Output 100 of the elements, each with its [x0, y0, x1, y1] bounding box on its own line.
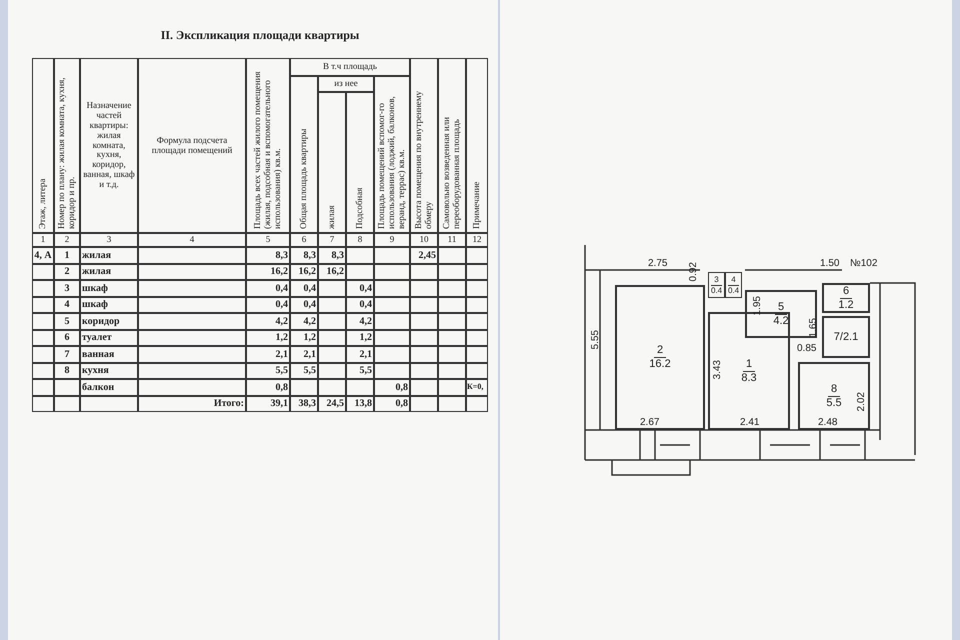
column-number: 6 [290, 233, 318, 247]
table-cell: жилая [80, 264, 138, 280]
room [745, 290, 817, 338]
column-number: 7 [318, 233, 346, 247]
dimension-label: 1.50 [820, 258, 840, 269]
table-cell: 0,8 [246, 379, 290, 396]
table-cell: К=0, [466, 379, 488, 396]
room-area: 5.5 [826, 396, 842, 410]
table-cell: 13,8 [346, 396, 374, 412]
table-cell: 0,4 [346, 280, 374, 296]
table-cell: 1,2 [346, 330, 374, 346]
dimension-label: 3.43 [712, 360, 723, 380]
room-area: 0.4 [710, 286, 722, 295]
dimension-label: №102 [850, 258, 878, 269]
table-cell: шкаф [80, 280, 138, 296]
table-cell: шкаф [80, 296, 138, 313]
table-cell: 5,5 [290, 362, 318, 379]
table-cell: 0,4 [246, 296, 290, 313]
room [708, 272, 725, 298]
column-number: 11 [438, 233, 466, 247]
dimension-label: 2.67 [640, 417, 660, 428]
column-header: жилая [318, 92, 346, 233]
table-cell: 1,2 [246, 330, 290, 346]
column-number: 8 [346, 233, 374, 247]
column-header: из нее [318, 76, 374, 92]
table-cell: 6 [54, 330, 80, 346]
table-cell: 2 [54, 264, 80, 280]
room [822, 283, 870, 313]
table-cell: 0,4 [346, 296, 374, 313]
room [798, 362, 870, 430]
table-cell: 0,4 [290, 280, 318, 296]
dimension-label: 2.75 [648, 258, 668, 269]
table-cell: 0,8 [374, 379, 410, 396]
column-number: 9 [374, 233, 410, 247]
room-number: 3 [711, 275, 722, 286]
room-area: 7/2.1 [834, 330, 858, 344]
dimension-label: 0.92 [688, 262, 699, 282]
table-cell: 8 [54, 362, 80, 379]
column-header: Подсобная [346, 92, 374, 233]
table-cell: 4,2 [290, 313, 318, 330]
room-number: 8 [828, 382, 840, 396]
room-number: 4 [728, 275, 739, 286]
table-cell: 16,2 [318, 264, 346, 280]
table-cell: 0,8 [374, 396, 410, 412]
table-cell: балкон [80, 379, 138, 396]
dimension-label: 5.55 [590, 330, 601, 350]
column-header: Примечание [466, 58, 488, 233]
table-cell: 39,1 [246, 396, 290, 412]
dimension-label: 0.85 [797, 343, 816, 354]
table-cell: 4,2 [346, 313, 374, 330]
table-cell: ванная [80, 346, 138, 362]
column-number: 12 [466, 233, 488, 247]
table-cell: Итого: [138, 396, 246, 412]
column-header: Назначение частей квартиры: жилая комната, кухня, коридор, ванная, шкаф и т.д. [80, 58, 138, 233]
room-area: 1.2 [838, 298, 854, 312]
room-number: 5 [774, 300, 788, 314]
table-cell: 2,45 [410, 247, 438, 264]
column-header: Площадь всех частей жилого помещения (жилая, подсобная и вспомогательного использования) кв.м. [246, 58, 290, 233]
table-cell: жилая [80, 247, 138, 264]
room-area: 8.3 [741, 372, 757, 384]
table-cell: 2,1 [290, 346, 318, 362]
room-area: 4.2 [773, 314, 789, 328]
room-number: 6 [840, 284, 852, 298]
room [725, 272, 742, 298]
column-header: Самовольно возведенная или переоборудованная площадь [438, 58, 466, 233]
room-number: 1 [742, 358, 756, 372]
table-cell: 3 [54, 280, 80, 296]
room-area: 16.2 [649, 358, 671, 371]
table-cell: 8,3 [290, 247, 318, 264]
table-cell: 0,4 [246, 280, 290, 296]
dimension-label: 2.48 [818, 417, 838, 428]
table-cell: коридор [80, 313, 138, 330]
column-number: 2 [54, 233, 80, 247]
dimension-label: 2.41 [740, 417, 760, 428]
column-number: 4 [138, 233, 246, 247]
column-number: 5 [246, 233, 290, 247]
dimension-label: 2.02 [856, 392, 867, 412]
table-cell: 1,2 [290, 330, 318, 346]
table-cell: туалет [80, 330, 138, 346]
table-cell: кухня [80, 362, 138, 379]
column-header: Общая площадь квартиры [290, 76, 318, 233]
table-cell: 4,2 [246, 313, 290, 330]
table-cell: 16,2 [246, 264, 290, 280]
table-cell: 5,5 [246, 362, 290, 379]
table-cell: 4, А [32, 247, 54, 264]
table-cell: 8,3 [246, 247, 290, 264]
table-cell: 8,3 [318, 247, 346, 264]
table-title: II. Экспликация площади квартиры [160, 28, 360, 43]
column-header: Площадь помещений вспомог-го использования (лоджий, балконов, веранд, террас) кв.м. [374, 76, 410, 233]
column-header: Номер по плану: жилая комната, кухня, коридор и пр. [54, 58, 80, 233]
column-header: Формула подсчета площади помещений [138, 58, 246, 233]
table-cell: 24,5 [318, 396, 346, 412]
table-cell: 1 [54, 247, 80, 264]
room-area: 0.4 [728, 286, 740, 295]
table-cell: 2,1 [246, 346, 290, 362]
room [615, 285, 705, 430]
table-cell: 4 [54, 296, 80, 313]
room-number: 2 [654, 344, 666, 358]
table-cell: 5 [54, 313, 80, 330]
column-number: 1 [32, 233, 54, 247]
